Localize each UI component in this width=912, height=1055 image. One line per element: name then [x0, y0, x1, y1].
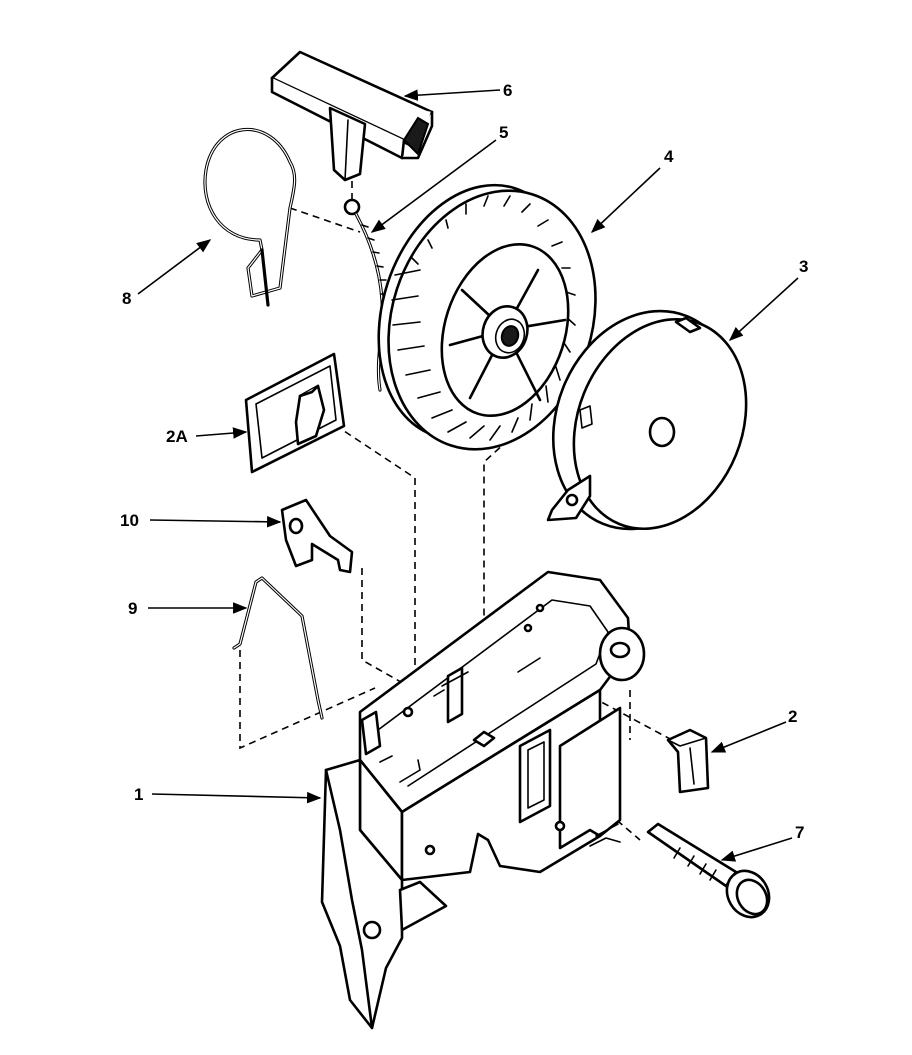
part-4-spring-cover — [546, 309, 748, 531]
callout-10: 10 — [120, 511, 139, 530]
leader-10 — [149, 516, 282, 528]
leader-7 — [403, 89, 501, 101]
part-2a-clip-plate — [244, 352, 346, 474]
callout-9: 9 — [128, 599, 137, 618]
callout-7: 6 — [503, 81, 512, 100]
callout-6: 5 — [499, 123, 508, 142]
part-7-t-handle — [270, 50, 434, 182]
callout-5: 4 — [664, 147, 674, 166]
callout-2: 2 — [788, 707, 797, 726]
leader-3 — [720, 837, 793, 862]
callout-labels: 6 5 4 3 8 2A 10 9 1 2 7 — [120, 81, 808, 842]
leader-2 — [710, 721, 787, 753]
part-10-latch-plate — [280, 498, 354, 574]
callout-2a: 2A — [166, 427, 188, 446]
part-9-wire-form — [232, 576, 324, 720]
leader-2a — [195, 427, 248, 439]
leader-8 — [137, 239, 212, 295]
leader-1 — [151, 791, 322, 804]
part-2-small-clip — [666, 728, 710, 794]
part-8-wire-clip — [203, 127, 297, 307]
part-1-housing-bracket — [320, 570, 646, 1030]
leader-5 — [590, 167, 661, 233]
callout-4: 3 — [799, 257, 808, 276]
leader-6 — [370, 139, 497, 233]
callout-leaders — [137, 89, 799, 862]
callout-1: 1 — [134, 785, 143, 804]
callout-8: 8 — [122, 289, 131, 308]
assembly-guide-lines — [239, 180, 673, 841]
part-5-pulley — [377, 183, 597, 451]
callout-3: 7 — [795, 823, 804, 842]
leader-4 — [728, 277, 799, 341]
part-3-pin-bolt — [646, 822, 771, 919]
